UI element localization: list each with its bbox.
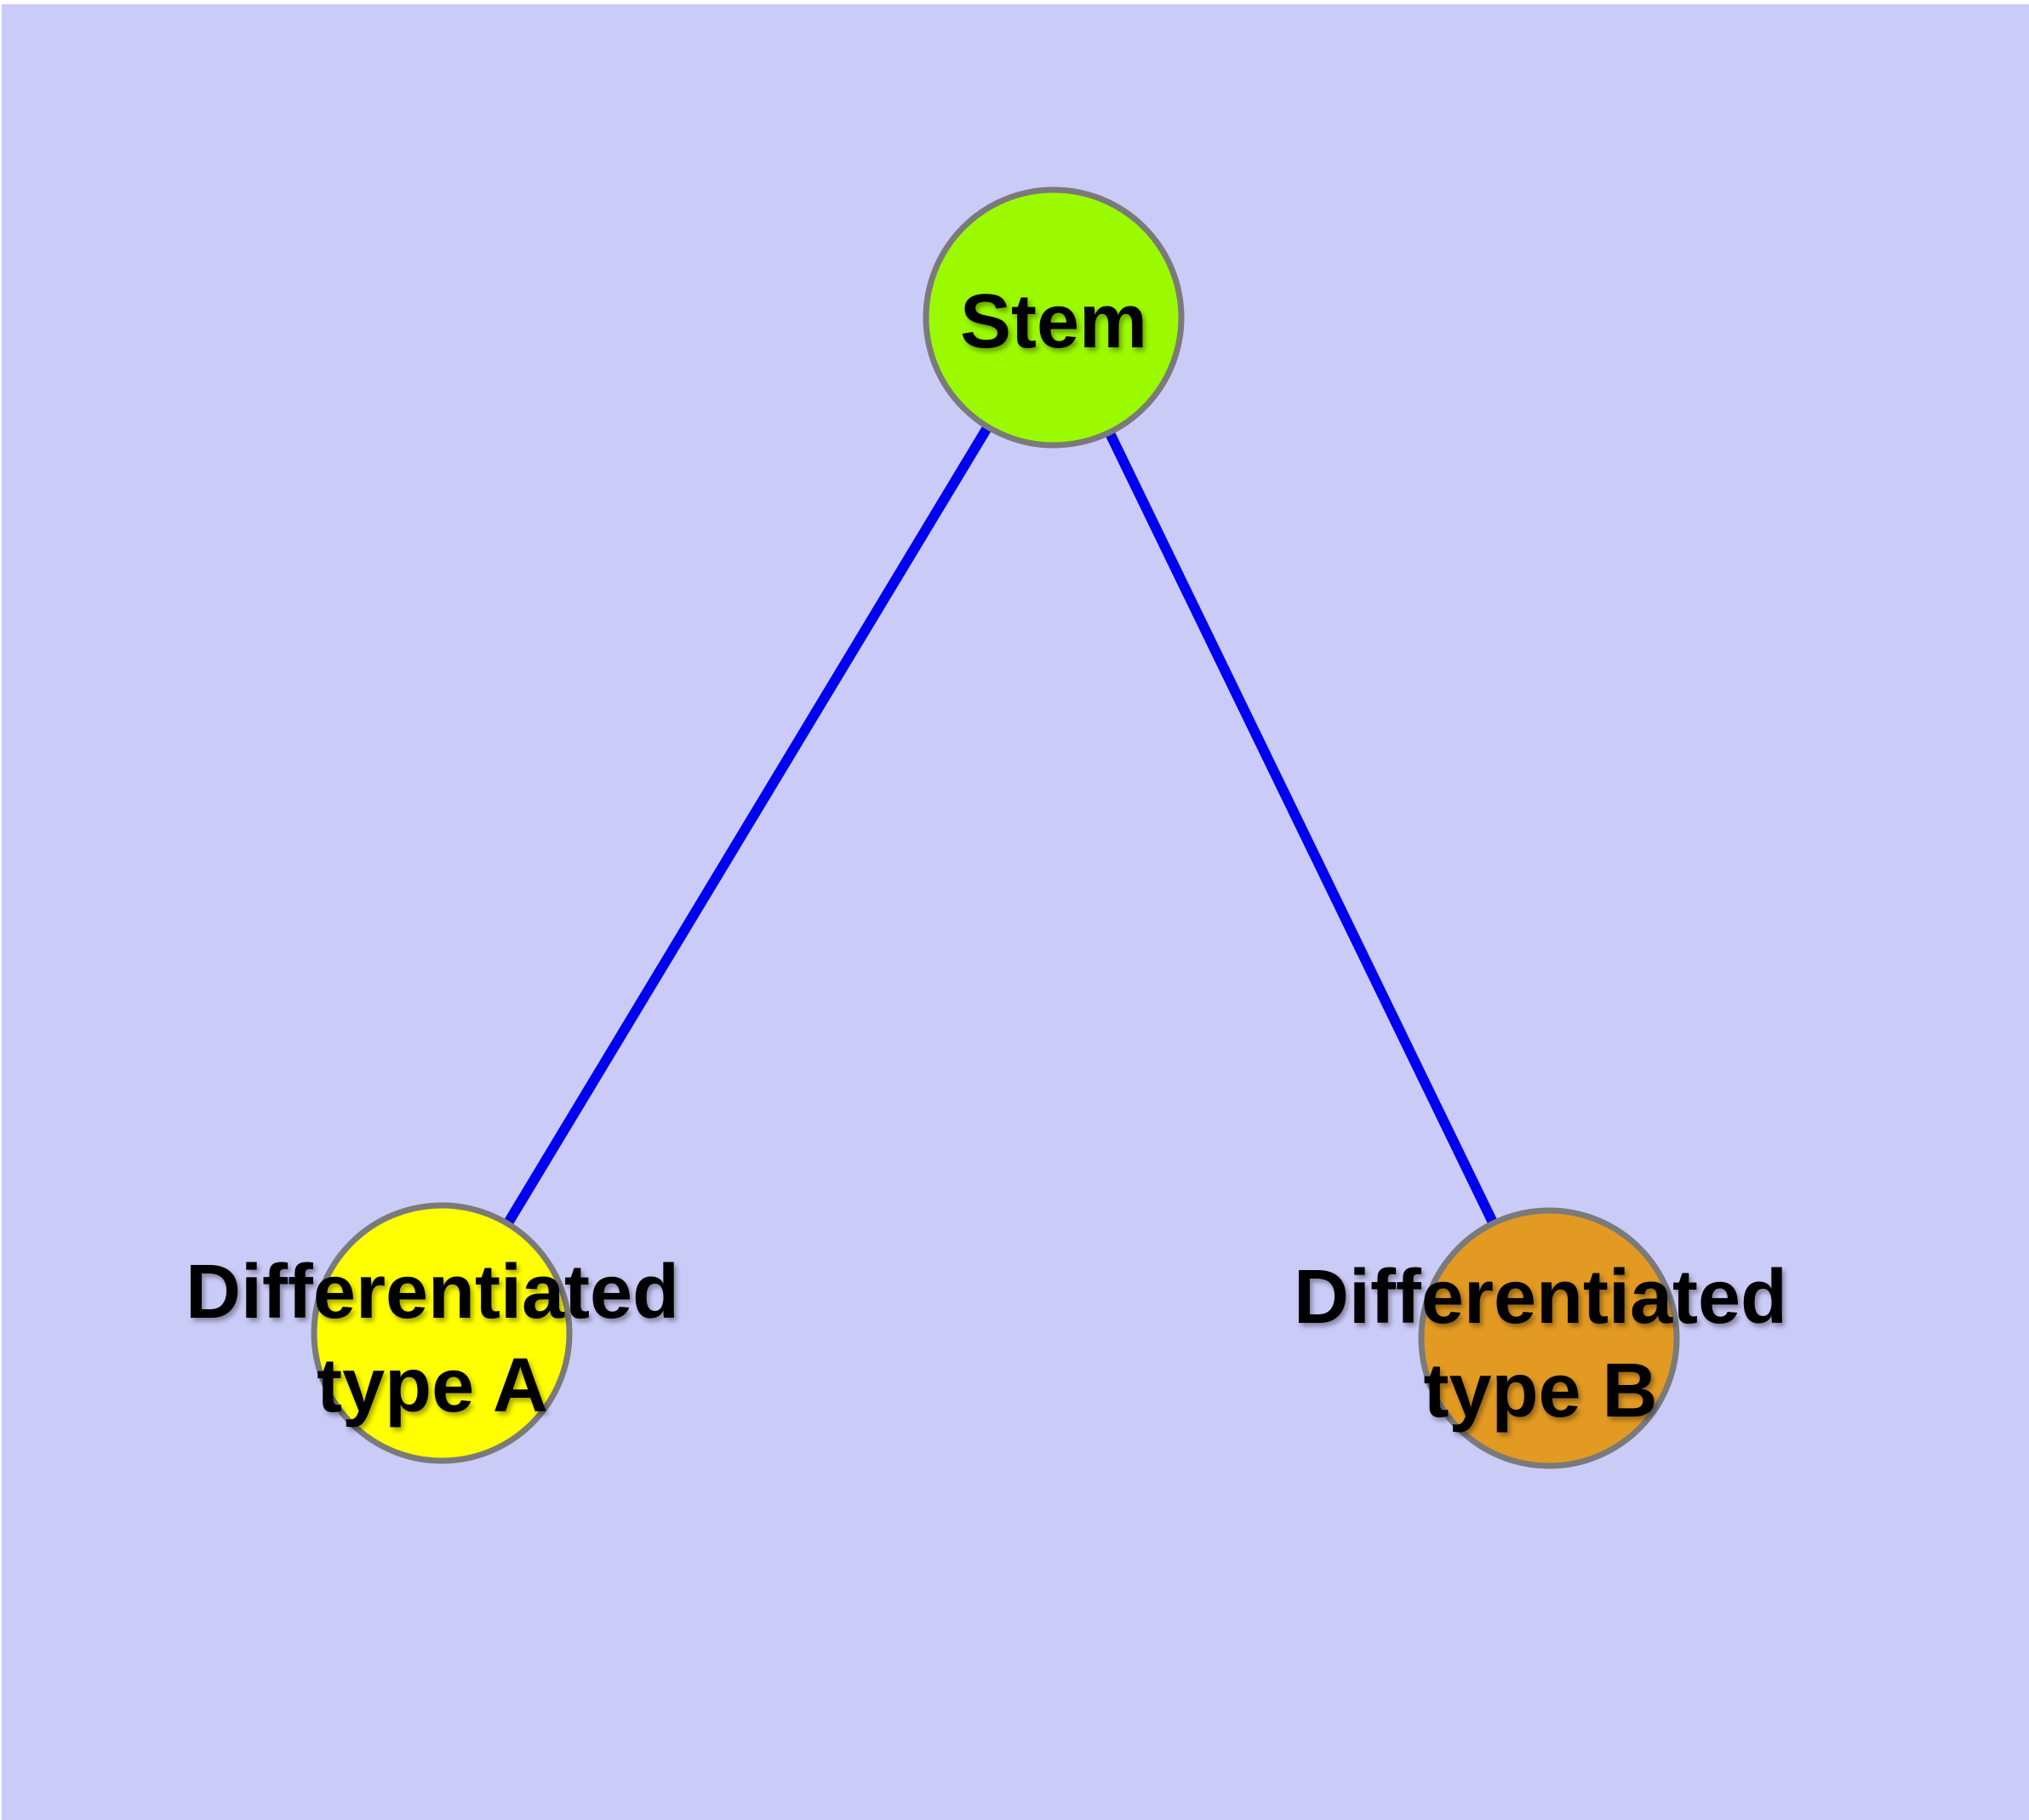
type-b-node-label-line1: Differentiated [1294,1255,1787,1340]
edge-stem-to-type-b [1049,315,1554,1341]
node-differentiated-type-b: Differentiated type B [1294,1207,1787,1469]
type-b-node-circle [1418,1207,1680,1469]
node-differentiated-type-a: Differentiated type A [186,1202,679,1464]
type-b-node-label-line2: type B [1423,1348,1657,1434]
type-a-node-label-line1: Differentiated [186,1250,679,1335]
edge-stem-to-type-a [437,314,1059,1336]
stem-node-label: Stem [960,279,1147,364]
type-a-node-label-line2: type A [317,1343,548,1428]
stem-node-circle [923,186,1185,449]
type-a-node-circle [311,1202,573,1464]
node-stem: Stem [923,186,1185,449]
edges [437,314,1554,1341]
